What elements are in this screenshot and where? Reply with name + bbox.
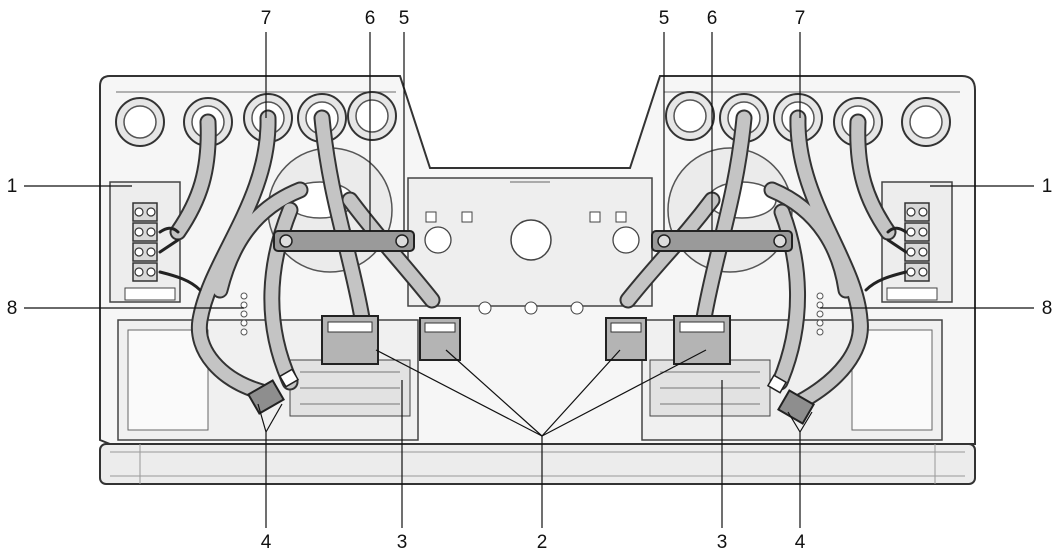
cables [158,109,908,411]
callout-3-left: 3 [397,532,408,553]
center-plate [407,177,653,315]
led-column-left [240,292,248,336]
callout-1-left: 1 [7,176,18,197]
callouts: 7 6 5 5 6 7 1 1 8 8 4 3 2 3 4 [7,8,1053,553]
callout-3-right: 3 [717,532,728,553]
callout-8-right: 8 [1042,298,1053,319]
callout-4-left: 4 [261,532,272,553]
callout-6-right: 6 [707,8,718,29]
callout-4-right: 4 [795,532,806,553]
callout-7-left: 7 [261,8,272,29]
terminal-strip-left [109,181,181,303]
strain-relief-clamp-right [651,230,793,252]
callout-6-left: 6 [365,8,376,29]
leader-lines [24,32,1034,528]
strain-relief-clamp-left [273,230,415,252]
callout-5-right: 5 [659,8,670,29]
callout-5-left: 5 [399,8,410,29]
callout-8-left: 8 [7,298,18,319]
callout-2: 2 [537,532,548,553]
connectors [321,315,731,365]
callout-7-right: 7 [795,8,806,29]
callout-1-right: 1 [1042,176,1053,197]
